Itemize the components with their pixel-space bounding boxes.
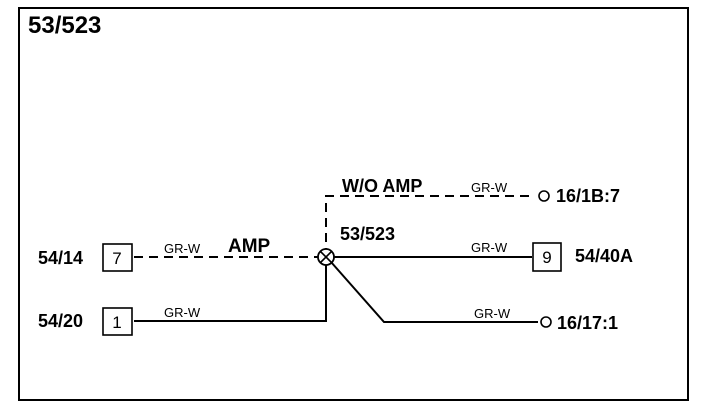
wire-to-16-17: [330, 261, 538, 323]
terminal-16-17-1-label: 16/17:1: [557, 313, 618, 333]
diagram-frame: [18, 7, 689, 401]
wo-amp-label: W/O AMP: [342, 176, 422, 196]
splice-symbol: [317, 248, 335, 266]
connector-54-40a-pin-number: 9: [542, 248, 551, 267]
connector-54-20-pin-number: 1: [112, 313, 121, 332]
connector-54-40a-label: 54/40A: [575, 246, 633, 266]
terminal-16-17-1: [540, 316, 552, 328]
wire-from-54-20-color: GR-W: [164, 305, 201, 320]
connector-54-14-pin: [102, 243, 133, 272]
terminal-16-1b-7: [538, 190, 550, 202]
wire-to-54-40a-color: GR-W: [471, 240, 508, 255]
splice-label: 53/523: [340, 224, 395, 244]
wire-to-16-17-color: GR-W: [474, 306, 511, 321]
connector-54-20-pin: [102, 307, 133, 336]
wo-amp-wire-color: GR-W: [471, 180, 508, 195]
terminal-16-1b-7-label: 16/1B:7: [556, 186, 620, 206]
diagram-title: 53/523: [28, 12, 102, 39]
connector-54-20-label: 54/20: [38, 311, 83, 331]
amp-wire-color: GR-W: [164, 241, 201, 256]
amp-label: AMP: [228, 236, 271, 257]
connector-54-14-pin-number: 7: [112, 249, 121, 268]
wire-from-54-20: [134, 264, 327, 322]
wo-amp-wire: [325, 195, 534, 257]
connector-54-40a-pin: [532, 242, 562, 272]
connector-54-14-label: 54/14: [38, 248, 83, 268]
